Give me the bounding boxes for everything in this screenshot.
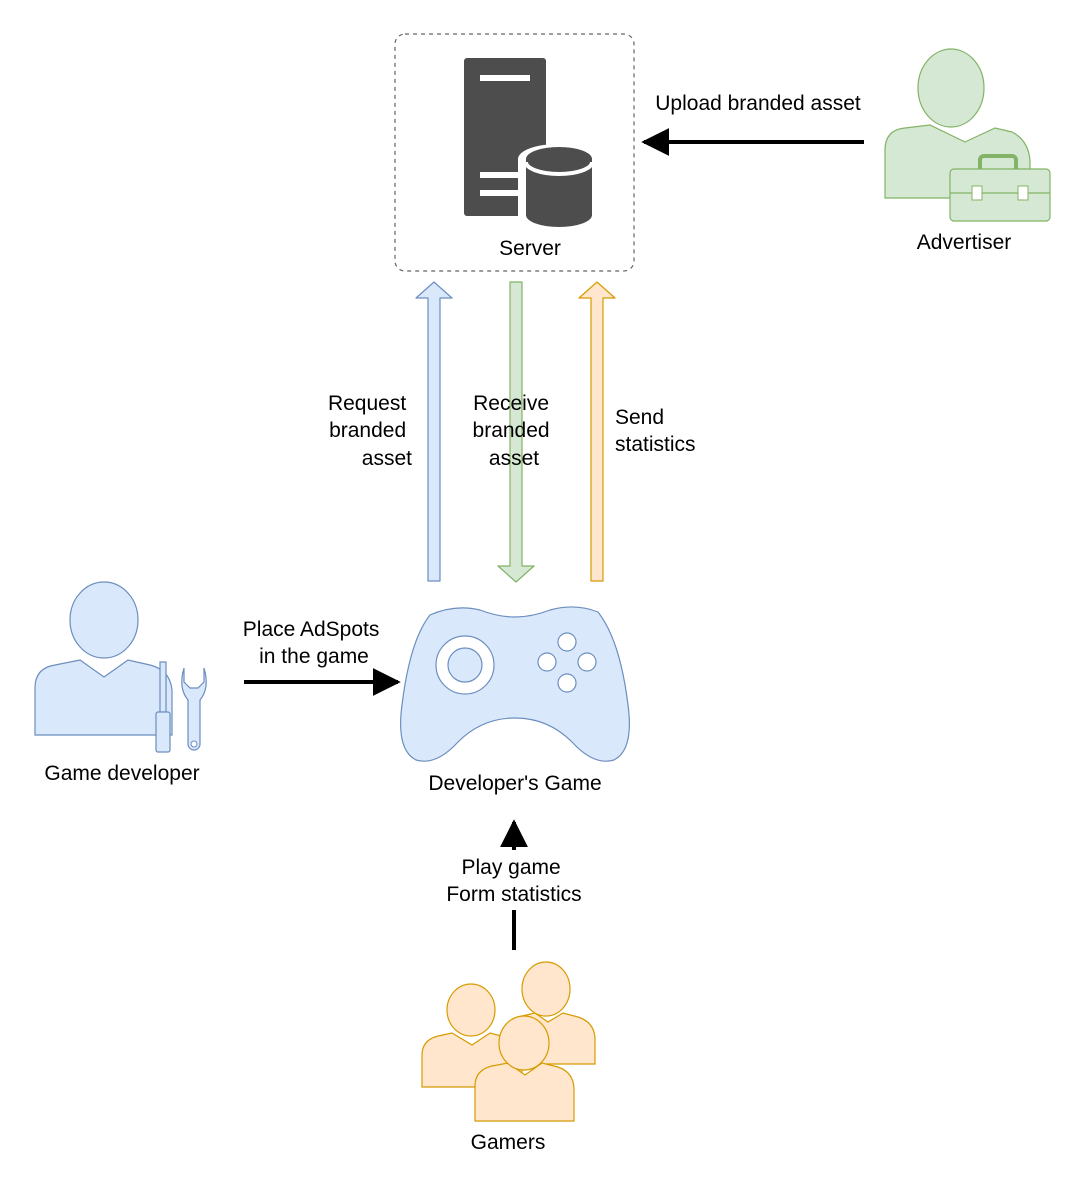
play-label-line: Play game	[461, 856, 560, 879]
request-label-line: Request	[328, 392, 406, 415]
play-label-background	[434, 850, 594, 910]
receive-label: Receive branded asset	[473, 392, 556, 470]
edge-place[interactable]: Place AdSpots in the game	[243, 618, 401, 696]
upload-label: Upload branded asset	[655, 92, 861, 115]
user-tools-icon	[34, 581, 207, 753]
receive-label-line: branded	[473, 419, 550, 442]
send-label: Send statistics	[615, 406, 696, 456]
gamers-node[interactable]: Gamers	[421, 961, 596, 1154]
gamers-label: Gamers	[471, 1131, 546, 1154]
receive-label-line: Receive	[473, 392, 549, 415]
request-arrow	[415, 281, 453, 582]
advertiser-node[interactable]: Advertiser	[884, 48, 1051, 254]
send-label-line: Send	[615, 406, 664, 429]
developers-game-label: Developer's Game	[428, 772, 601, 795]
edge-play[interactable]: Play game Form statistics	[434, 819, 594, 950]
developers-game-node[interactable]: Developer's Game	[400, 606, 630, 795]
advertiser-label: Advertiser	[917, 231, 1012, 254]
request-label-line: asset	[362, 447, 412, 470]
request-label: Request branded asset	[328, 392, 412, 470]
edge-receive[interactable]: Receive branded asset	[473, 281, 556, 583]
game-developer-node[interactable]: Game developer	[34, 581, 207, 785]
edge-upload[interactable]: Upload branded asset	[641, 92, 864, 156]
game-developer-label: Game developer	[44, 762, 199, 785]
place-label-line: Place AdSpots	[243, 618, 380, 641]
place-label-line: in the game	[259, 645, 369, 668]
edge-send[interactable]: Send statistics	[578, 281, 696, 582]
server-label: Server	[499, 237, 561, 260]
place-label: Place AdSpots in the game	[243, 618, 385, 668]
receive-arrow	[497, 281, 535, 583]
send-arrow	[578, 281, 616, 582]
server-database-icon	[464, 58, 598, 232]
edge-request[interactable]: Request branded asset	[328, 281, 453, 582]
play-label: Play game Form statistics	[446, 856, 581, 906]
play-label-line: Form statistics	[446, 883, 581, 906]
users-group-icon	[421, 961, 596, 1122]
receive-label-line: asset	[489, 447, 539, 470]
server-container	[394, 33, 635, 272]
server-node[interactable]: Server	[394, 33, 635, 272]
upload-label-line: Upload branded asset	[655, 92, 861, 115]
user-toolbox-icon	[884, 48, 1051, 222]
request-label-line: branded	[329, 419, 406, 442]
send-label-line: statistics	[615, 433, 696, 456]
gamepad-icon	[400, 606, 630, 762]
